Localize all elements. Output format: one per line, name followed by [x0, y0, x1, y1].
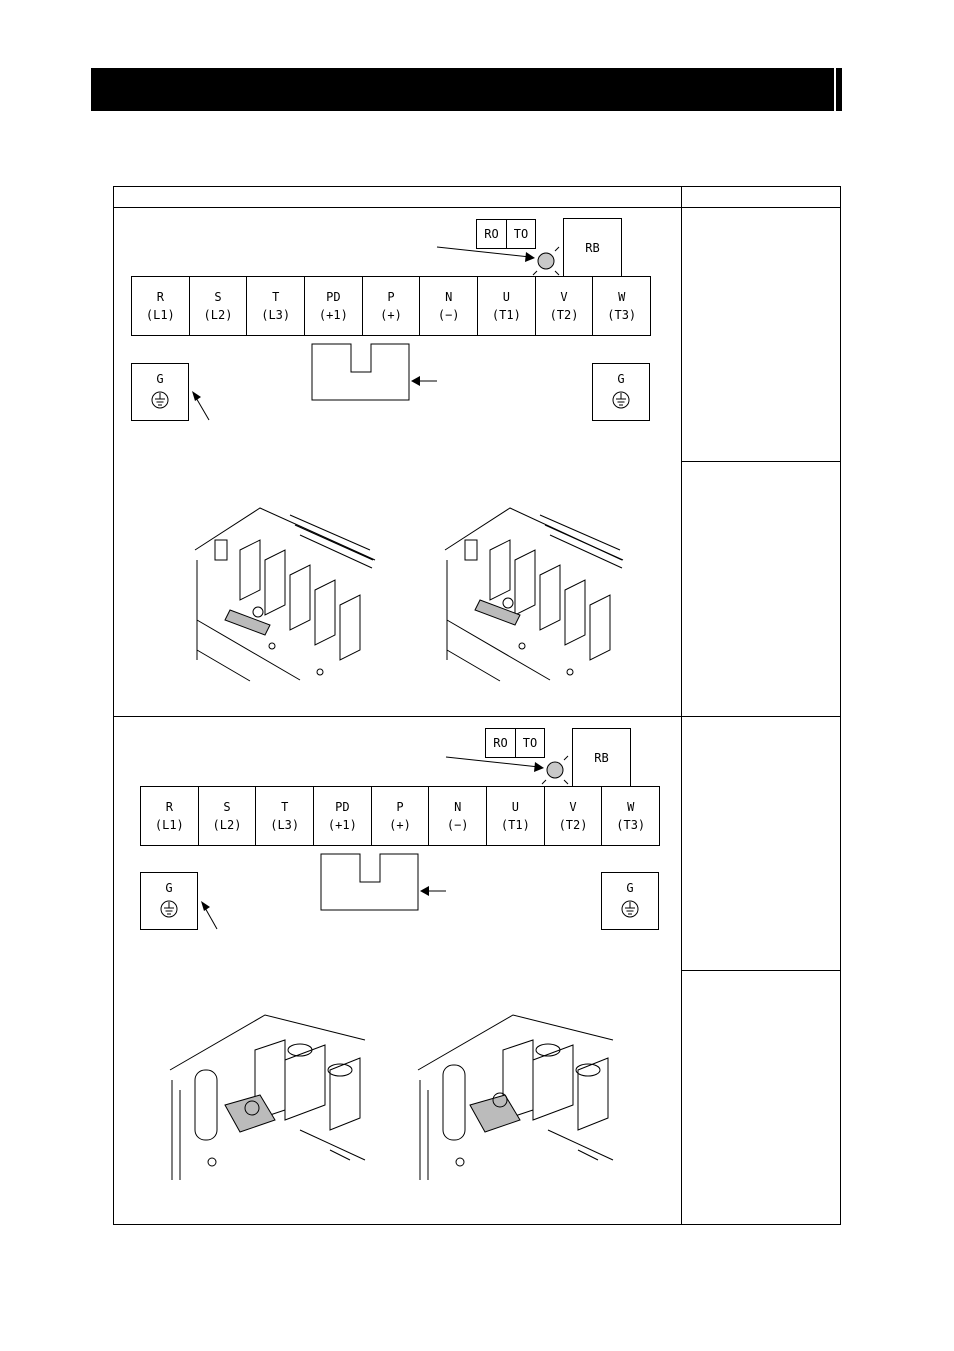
terminal-v: V(T2)	[536, 277, 594, 335]
inverter-photo-1b	[444, 507, 624, 682]
right-col-separator-1	[681, 461, 840, 462]
jumper-bar	[320, 853, 419, 911]
inverter-photo-1a	[192, 505, 376, 682]
header-stripe	[834, 68, 836, 111]
terminal-t: T(L3)	[256, 787, 315, 845]
column-divider	[681, 187, 682, 1224]
terminal-n: N(−)	[429, 787, 488, 845]
ground-icon	[612, 391, 630, 409]
terminal-p: P(+)	[372, 787, 430, 845]
terminal-n: N(−)	[420, 277, 479, 335]
right-col-separator-2	[681, 970, 840, 971]
charge-lamp-icon	[537, 252, 555, 270]
panel-1-annotations	[192, 246, 624, 682]
terminal-p: P(+)	[363, 277, 421, 335]
terminal-u: U(T1)	[478, 277, 536, 335]
to-terminal: TO	[506, 219, 536, 249]
inverter-photo-2a	[169, 1014, 366, 1180]
terminal-u: U(T1)	[487, 787, 545, 845]
terminal-pd: PD(+1)	[305, 277, 363, 335]
ground-terminal-left: G	[131, 363, 189, 421]
main-terminal-row: R(L1) S(L2) T(L3) PD(+1) P(+) N(−) U(T1)…	[140, 786, 660, 846]
terminal-s: S(L2)	[199, 787, 257, 845]
ground-terminal-right: G	[592, 363, 650, 421]
terminal-r: R(L1)	[141, 787, 199, 845]
main-terminal-row: R(L1) S(L2) T(L3) PD(+1) P(+) N(−) U(T1)…	[131, 276, 651, 336]
ground-terminal-left: G	[140, 872, 198, 930]
rb-terminal: RB	[572, 728, 631, 787]
indicator-arrow	[445, 756, 540, 768]
terminal-t: T(L3)	[247, 277, 306, 335]
terminal-s: S(L2)	[190, 277, 248, 335]
terminal-table	[113, 186, 841, 1225]
ground-icon	[621, 900, 639, 918]
ground-terminal-right: G	[601, 872, 659, 930]
section-header-bar	[91, 68, 842, 111]
terminal-v: V(T2)	[545, 787, 603, 845]
indicator-arrow	[436, 246, 531, 258]
charge-lamp-icon	[546, 761, 564, 779]
ro-terminal: RO	[485, 728, 516, 758]
ground-arrow	[203, 905, 218, 930]
terminal-pd: PD(+1)	[314, 787, 372, 845]
panel-separator	[114, 716, 840, 717]
rb-terminal: RB	[563, 218, 622, 277]
ground-icon	[151, 391, 169, 409]
terminal-w: W(T3)	[607, 290, 637, 322]
terminal-r: R(L1)	[132, 277, 190, 335]
terminal-w: W(T3)	[616, 800, 646, 832]
jumper-bar	[311, 343, 410, 401]
ground-icon	[160, 900, 178, 918]
panel-2-annotations	[169, 755, 614, 1180]
ground-arrow	[194, 395, 210, 421]
to-terminal: TO	[515, 728, 545, 758]
inverter-photo-2b	[417, 1014, 614, 1180]
header-row-line	[114, 207, 840, 208]
